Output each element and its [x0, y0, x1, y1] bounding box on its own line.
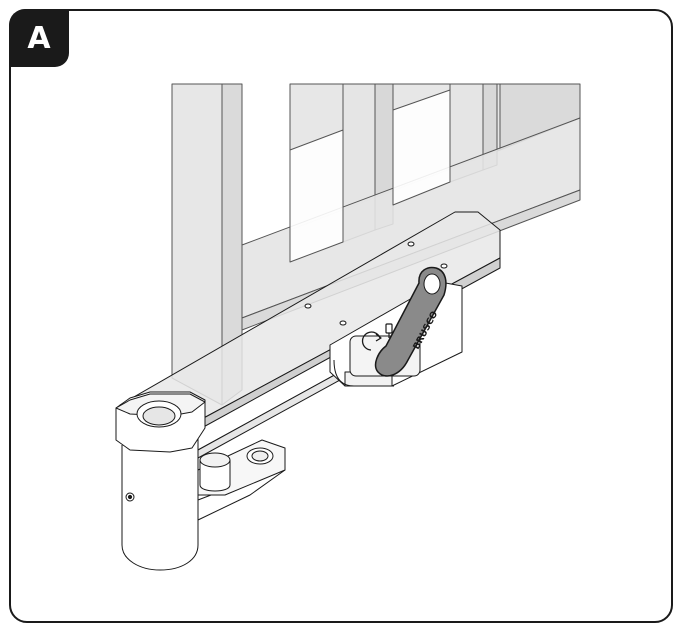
pivot-post — [121, 445, 199, 571]
ground-bracket — [197, 439, 286, 521]
pivot-head — [115, 391, 206, 453]
figure-label-badge: A — [9, 9, 69, 67]
gate-frame — [171, 83, 581, 406]
lock-release-icon — [361, 331, 382, 351]
key-icon — [385, 323, 393, 338]
